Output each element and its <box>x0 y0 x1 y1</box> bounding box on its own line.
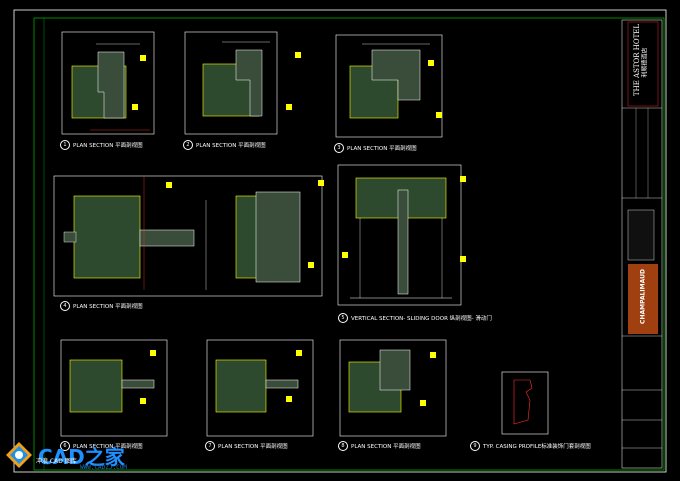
detail-label-5: 5 VERTICAL SECTION- SLIDING DOOR 纵剖视图- 滑… <box>338 313 492 323</box>
detail-3 <box>335 34 443 138</box>
detail-number: 7 <box>205 441 215 451</box>
detail-number: 1 <box>60 140 70 150</box>
detail-title: TYP. CASING PROFILE标准装饰门套剖视图 <box>483 444 591 450</box>
detail-2 <box>184 31 301 135</box>
detail-number: 9 <box>470 441 480 451</box>
detail-title: VERTICAL SECTION- SLIDING DOOR 纵剖视图- 滑动门 <box>351 316 492 322</box>
detail-5 <box>337 164 466 306</box>
detail-number: 6 <box>60 441 70 451</box>
detail-1 <box>61 31 155 135</box>
detail-9 <box>501 371 549 435</box>
detail-6 <box>60 339 168 437</box>
detail-number: 3 <box>334 143 344 153</box>
detail-title: PLAN SECTION 平面剖视图 <box>351 444 421 450</box>
detail-number: 2 <box>183 140 193 150</box>
hotel-name-cn: 利顺德酒店 <box>641 47 649 78</box>
detail-title: PLAN SECTION 平面剖视图 <box>73 304 143 310</box>
sheet-outer-border <box>13 9 667 473</box>
cad-home-logo-icon <box>6 442 32 468</box>
watermark-brand: CAD之家 <box>38 444 125 469</box>
detail-number: 8 <box>338 441 348 451</box>
detail-title: PLAN SECTION 平面剖视图 <box>218 444 288 450</box>
watermark: CAD之家 <box>4 440 125 470</box>
detail-label-2: 2 PLAN SECTION 平面剖视图 <box>183 140 266 150</box>
detail-title: PLAN SECTION 平面剖视图 <box>73 444 143 450</box>
detail-label-1: 1 PLAN SECTION 平面剖视图 <box>60 140 143 150</box>
detail-title: PLAN SECTION 平面剖视图 <box>196 143 266 149</box>
detail-number: 5 <box>338 313 348 323</box>
detail-label-8: 8 PLAN SECTION 平面剖视图 <box>338 441 421 451</box>
designer-name: CHAMPALIMAUD <box>639 269 647 324</box>
detail-label-7: 7 PLAN SECTION 平面剖视图 <box>205 441 288 451</box>
watermark-sub: 冲浪 CAD 图库 <box>36 458 77 465</box>
detail-title: PLAN SECTION 平面剖视图 <box>73 143 143 149</box>
detail-label-4: 4 PLAN SECTION 平面剖视图 <box>60 301 143 311</box>
title-block <box>621 19 663 469</box>
detail-label-6: 6 PLAN SECTION 平面剖视图 <box>60 441 143 451</box>
detail-4 <box>53 175 324 297</box>
watermark-url: WWW.CADZJ.COM <box>80 464 127 471</box>
detail-label-3: 3 PLAN SECTION 平面剖视图 <box>334 143 417 153</box>
detail-title: PLAN SECTION 平面剖视图 <box>347 146 417 152</box>
detail-7 <box>206 339 314 437</box>
sheet-inner-border <box>33 17 665 471</box>
detail-number: 4 <box>60 301 70 311</box>
detail-8 <box>339 339 447 437</box>
detail-label-9: 9 TYP. CASING PROFILE标准装饰门套剖视图 <box>470 441 591 451</box>
